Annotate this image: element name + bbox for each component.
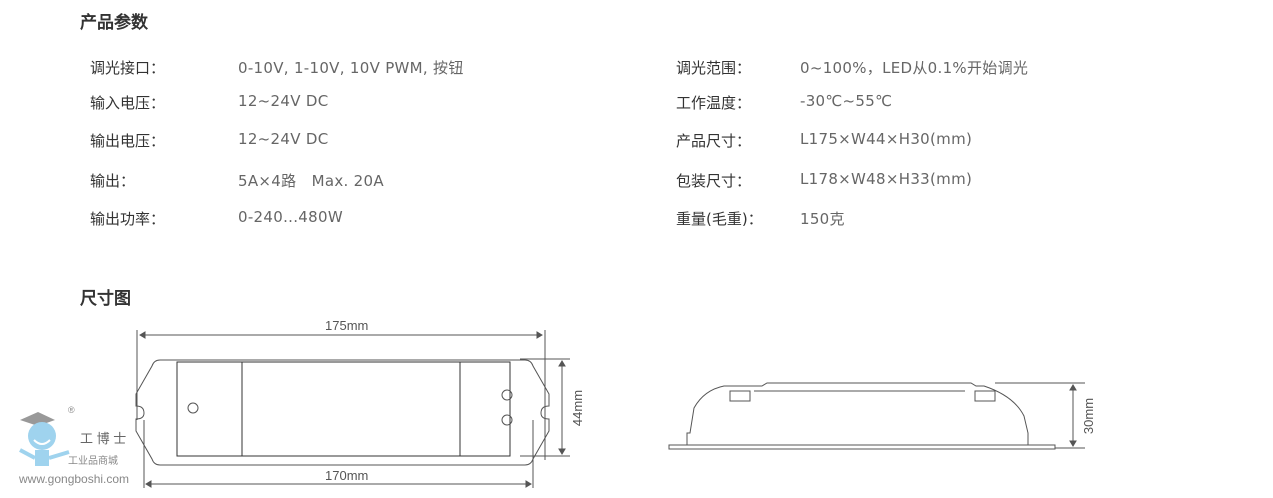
dim-height-30: 30mm: [1081, 398, 1096, 434]
watermark-brand: 工 博 士: [80, 431, 127, 446]
param-value: L175×W44×H30(mm): [800, 130, 973, 148]
param-value: 0-240...480W: [238, 208, 343, 226]
param-label: 包装尺寸：: [676, 172, 752, 190]
dim-length-175: 175mm: [325, 318, 368, 333]
param-label: 输出：: [90, 172, 136, 190]
param-value: 150克: [800, 210, 845, 228]
param-value: -30℃~55℃: [800, 92, 893, 110]
param-label: 产品尺寸：: [676, 132, 752, 150]
param-label: 工作温度：: [676, 94, 752, 112]
param-label: 输入电压：: [90, 94, 166, 112]
watermark-url: www.gongboshi.com: [19, 472, 130, 486]
section-title-params: 产品参数: [80, 13, 148, 33]
dim-length-170: 170mm: [325, 468, 368, 483]
watermark-logo: [19, 412, 70, 466]
side-view-drawing: 30mm: [668, 382, 1096, 450]
param-label: 重量(毛重)：: [676, 210, 763, 228]
param-value: 0-10V, 1-10V, 10V PWM, 按钮: [238, 59, 464, 77]
param-value: 12~24V DC: [238, 130, 329, 148]
param-value: 0~100%，LED从0.1%开始调光: [800, 59, 1029, 77]
param-label: 输出电压：: [90, 132, 166, 150]
section-title-dimensions: 尺寸图: [80, 289, 131, 309]
param-label: 输出功率：: [90, 210, 166, 228]
dim-width-44: 44mm: [570, 390, 585, 426]
top-view-drawing: 175mm 44mm 170mm: [135, 318, 585, 488]
param-value: 5A×4路 Max. 20A: [238, 172, 384, 190]
param-value: 12~24V DC: [238, 92, 329, 110]
param-label: 调光范围：: [676, 59, 752, 77]
param-value: L178×W48×H33(mm): [800, 170, 973, 188]
param-label: 调光接口：: [90, 59, 166, 77]
watermark-tagline: 工业品商城: [68, 456, 118, 467]
watermark-reg: ®: [68, 405, 75, 415]
